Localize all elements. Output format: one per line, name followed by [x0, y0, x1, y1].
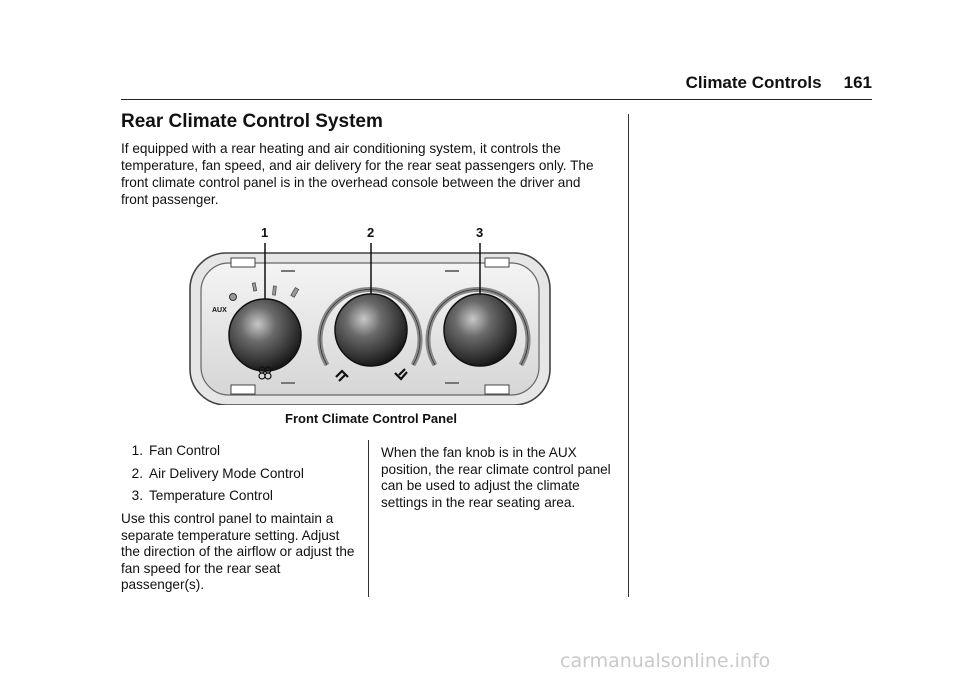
aux-indicator-dot	[229, 293, 237, 301]
list-item-number: 1.	[131, 443, 143, 458]
list-item-number: 2.	[131, 465, 143, 481]
fan-speed-mark	[272, 285, 277, 296]
callout-list: 1. Fan Control 2. Air Delivery Mode Contro…	[121, 440, 356, 508]
intro-paragraph: If equipped with a rear heating and air …	[121, 141, 594, 207]
fan-icon	[258, 366, 272, 380]
panel-tab	[484, 384, 510, 395]
list-item: 1. Fan Control	[121, 440, 356, 463]
watermark: carmanualsonline.info	[560, 650, 771, 672]
panel-tab	[230, 384, 256, 395]
running-header: Climate Controls 161	[664, 73, 872, 93]
callout-label-3: 3	[476, 225, 484, 240]
temperature-arc-edge	[427, 289, 529, 366]
panel-tab	[230, 257, 256, 268]
control-panel-drawing	[189, 243, 551, 405]
list-item-label: Temperature Control	[149, 488, 273, 503]
body-paragraph-right: When the fan knob is in the AUX position…	[381, 445, 611, 510]
fan-speed-mark	[290, 287, 300, 298]
temperature-knob	[443, 293, 517, 367]
section-title: Rear Climate Control System	[121, 111, 383, 132]
callout-label-2: 2	[367, 225, 375, 240]
column-divider-middle	[368, 440, 369, 597]
list-item-label: Air Delivery Mode Control	[149, 465, 304, 481]
list-item: 2. Air Delivery Mode Control	[121, 463, 356, 486]
floor-mode-icon	[394, 368, 408, 381]
page-number: 161	[843, 73, 872, 92]
column-divider-right	[628, 114, 629, 597]
air-delivery-knob	[334, 293, 408, 367]
panel-tab	[484, 257, 510, 268]
list-item: 3. Temperature Control	[121, 485, 356, 508]
control-panel-illustration: 1 2 3 AUX	[185, 225, 555, 405]
header-rule	[121, 99, 872, 100]
aux-label: AUX	[212, 307, 227, 314]
mode-arc-edge	[319, 289, 421, 366]
callout-label-1: 1	[261, 225, 269, 240]
fan-speed-mark	[251, 282, 258, 292]
section-name: Climate Controls	[685, 73, 822, 92]
body-paragraph-left: Use this control panel to maintain a sep…	[121, 511, 355, 592]
vent-mode-icon	[335, 369, 349, 382]
list-item-number: 3.	[131, 488, 143, 503]
list-item-label: Fan Control	[149, 443, 221, 458]
figure-caption: Front Climate Control Panel	[285, 411, 457, 426]
fan-control-knob	[228, 298, 302, 372]
